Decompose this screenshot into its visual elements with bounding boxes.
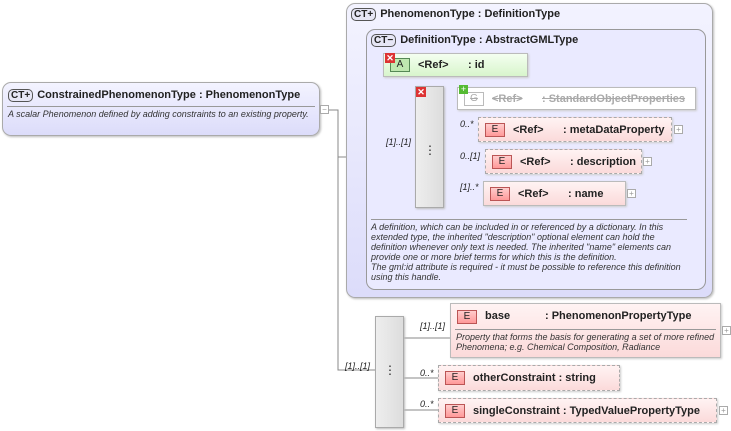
cardinality: [1]..[1] — [386, 137, 412, 147]
sequence-icon: ⋮ — [384, 363, 396, 377]
element-icon: E — [457, 310, 477, 324]
ref-label: <Ref> — [492, 92, 523, 105]
element-name: singleConstraint — [473, 404, 560, 417]
root-description: A scalar Phenomenon defined by adding co… — [8, 109, 309, 119]
element-icon: E — [492, 154, 512, 169]
expand-button[interactable]: + — [627, 189, 636, 198]
root-name: ConstrainedPhenomenonType — [37, 89, 196, 101]
group-icon: G — [464, 91, 484, 106]
sequence-compositor[interactable]: ⋮ — [375, 316, 404, 428]
ref-label: <Ref> — [520, 155, 551, 168]
ref-label: <Ref> — [513, 123, 544, 136]
element-name: : metaDataProperty — [563, 123, 665, 136]
cardinality: 0..* — [460, 119, 474, 129]
ref-label: <Ref> — [518, 187, 549, 200]
element-type: : TypedValuePropertyType — [562, 404, 700, 417]
attribute-id[interactable]: A <Ref> : id — [383, 53, 528, 77]
attribute-icon: A — [390, 58, 410, 72]
root-complex-type[interactable]: CT+ConstrainedPhenomenonType : Phenomeno… — [2, 82, 320, 136]
type-name: PhenomenonType — [380, 8, 475, 20]
group-name: : StandardObjectProperties — [542, 92, 686, 105]
complex-type-icon: CT+ — [351, 8, 377, 21]
element-icon: E — [445, 371, 465, 385]
expand-button[interactable]: + — [722, 326, 731, 335]
collapse-button[interactable]: − — [320, 105, 329, 114]
add-icon: + — [459, 84, 468, 94]
ref-label: <Ref> — [418, 59, 449, 71]
root-type: : PhenomenonType — [198, 89, 301, 101]
complex-type-collapse-icon: CT− — [371, 34, 397, 47]
expand-button[interactable]: + — [643, 157, 652, 166]
element-icon: E — [445, 403, 465, 418]
complex-type-icon: CT+ — [8, 89, 34, 102]
sequence-icon: ⋮ — [424, 143, 436, 157]
element-description[interactable]: E <Ref> : description — [485, 149, 642, 174]
expand-button[interactable]: + — [719, 406, 728, 415]
element-type: : string — [558, 372, 596, 384]
element-name: base — [485, 310, 511, 322]
prohibited-icon: ✕ — [416, 87, 426, 97]
prohibited-icon: ✕ — [385, 53, 395, 63]
expand-button[interactable]: + — [674, 125, 683, 134]
cardinality: [1]..[1] — [420, 321, 446, 331]
element-description-text: Property that forms the basis for genera… — [456, 332, 715, 352]
cardinality: 0..* — [420, 399, 434, 409]
element-name: : description — [570, 155, 637, 168]
element-name: otherConstraint — [473, 372, 556, 384]
type-base: : DefinitionType — [477, 8, 561, 20]
element-metadataproperty[interactable]: E <Ref> : metaDataProperty — [478, 117, 672, 142]
cardinality: 0..[1] — [460, 151, 481, 161]
type-name: DefinitionType — [400, 34, 476, 46]
cardinality: [1]..[1] — [345, 361, 371, 371]
element-name: : name — [568, 187, 604, 200]
element-icon: E — [485, 122, 505, 137]
sequence-compositor[interactable]: ⋮ — [415, 86, 444, 208]
group-standard-object-properties[interactable]: G <Ref> : StandardObjectProperties — [457, 87, 696, 110]
type-base: : AbstractGMLType — [478, 34, 579, 46]
element-type: : PhenomenonPropertyType — [545, 310, 692, 322]
cardinality: 0..* — [420, 368, 434, 378]
element-name[interactable]: E <Ref> : name — [483, 181, 626, 206]
cardinality: [1]..* — [460, 182, 479, 192]
definition-description: A definition, which can be included in o… — [371, 222, 681, 282]
element-icon: E — [490, 186, 510, 201]
attribute-name: : id — [468, 59, 485, 71]
